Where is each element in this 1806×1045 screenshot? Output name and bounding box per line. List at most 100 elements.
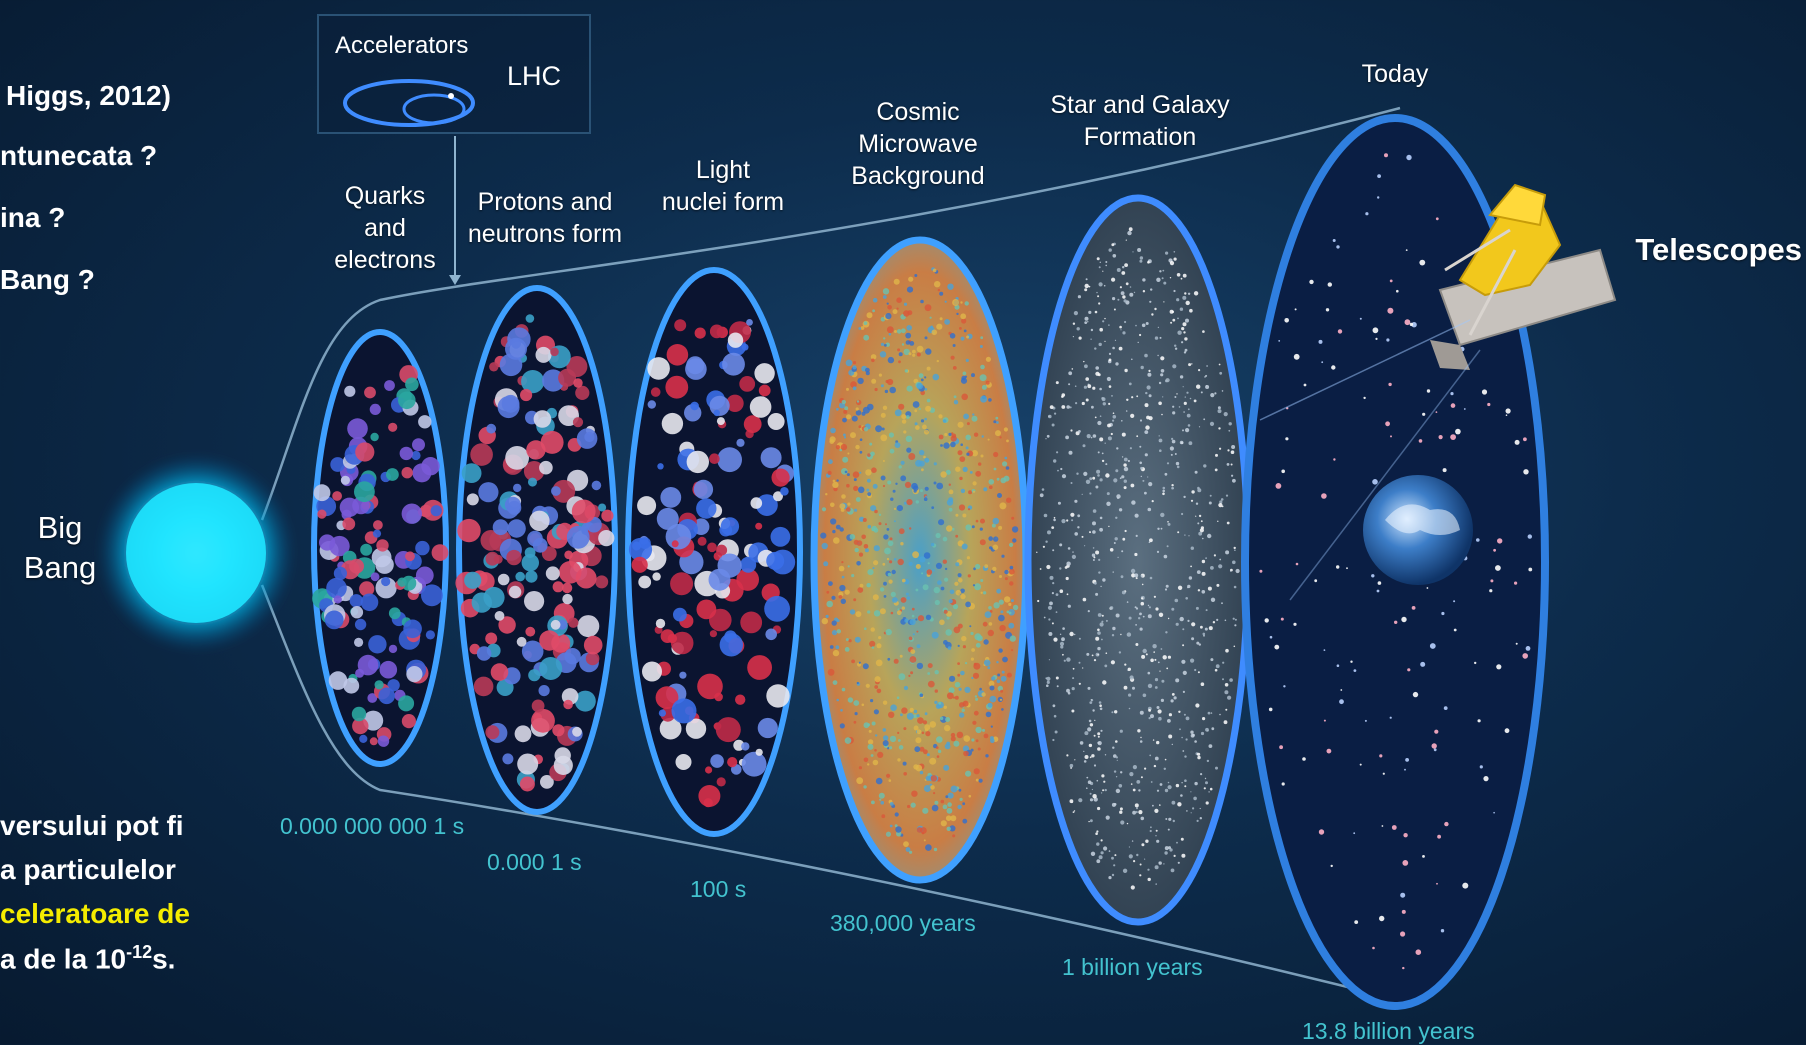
texture-dot (715, 544, 728, 556)
texture-dot (830, 518, 837, 525)
texture-dot (883, 735, 889, 741)
texture-dot (1045, 677, 1048, 680)
texture-dot (313, 484, 331, 502)
texture-dot (1155, 835, 1157, 837)
texture-dot (832, 649, 840, 657)
texture-dot (343, 677, 360, 694)
texture-dot (1102, 578, 1106, 582)
texture-dot (749, 396, 772, 418)
texture-dot (1388, 382, 1392, 387)
texture-dot (1193, 291, 1199, 296)
time-label-quarks: 0.000 000 000 1 s (280, 813, 465, 839)
texture-dot (1092, 521, 1096, 526)
texture-dot (888, 432, 895, 438)
texture-dot (984, 564, 989, 569)
texture-dot (920, 299, 924, 304)
texture-dot (1489, 589, 1493, 593)
texture-dot (1012, 604, 1019, 611)
texture-dot (1113, 478, 1118, 483)
texture-dot (1170, 699, 1174, 703)
texture-dot (1096, 257, 1100, 261)
texture-dot (1072, 811, 1075, 813)
texture-dot (464, 571, 482, 589)
texture-dot (1109, 606, 1114, 610)
texture-dot (1438, 435, 1443, 440)
texture-dot (1000, 689, 1004, 693)
texture-dot (1120, 820, 1125, 825)
texture-dot (1066, 561, 1071, 566)
texture-dot (1294, 308, 1297, 311)
texture-dot (1176, 273, 1181, 277)
texture-dot (916, 729, 922, 735)
texture-dot (909, 656, 917, 663)
texture-dot (856, 400, 860, 403)
texture-dot (1112, 419, 1115, 422)
texture-dot (1188, 441, 1193, 446)
texture-dot (571, 499, 596, 524)
texture-dot (980, 336, 984, 340)
texture-dot (847, 697, 854, 703)
texture-dot (1112, 412, 1115, 415)
texture-dot (950, 815, 957, 822)
texture-dot (1178, 710, 1181, 713)
texture-dot (936, 736, 943, 743)
texture-dot (1103, 780, 1106, 783)
texture-dot (848, 639, 852, 643)
texture-dot (1493, 548, 1496, 552)
texture-dot (1198, 426, 1201, 428)
texture-dot (470, 443, 493, 466)
texture-dot (415, 566, 434, 585)
texture-dot (1515, 642, 1518, 645)
texture-dot (960, 336, 965, 341)
texture-dot (1179, 375, 1184, 379)
texture-dot (1107, 436, 1112, 441)
big-bang-label-line: Big (37, 510, 83, 545)
texture-dot (914, 409, 918, 413)
texture-dot (1130, 885, 1135, 890)
texture-dot (979, 539, 986, 546)
texture-dot (908, 636, 913, 641)
texture-dot (690, 401, 699, 411)
texture-dot (1084, 316, 1089, 321)
texture-dot (878, 513, 882, 516)
texture-dot (927, 680, 935, 688)
left-paragraph-line-4: a de la 10-12s. (0, 942, 175, 975)
texture-dot (932, 268, 937, 273)
texture-dot (1153, 595, 1156, 598)
texture-dot (1167, 781, 1170, 784)
texture-dot (1074, 499, 1078, 503)
left-paragraph-line-4-suffix: s. (152, 943, 176, 975)
texture-dot (1097, 747, 1101, 751)
texture-dot (1054, 730, 1058, 734)
lhc-ring-icon (343, 79, 475, 127)
texture-dot (993, 536, 999, 542)
texture-dot (398, 695, 415, 712)
texture-dot (398, 391, 416, 410)
texture-dot (1094, 719, 1096, 722)
texture-dot (914, 422, 918, 426)
texture-dot (985, 711, 992, 718)
texture-dot (1132, 765, 1137, 770)
texture-dot (1148, 709, 1151, 712)
texture-dot (1041, 488, 1045, 491)
texture-dot (1162, 655, 1167, 660)
texture-dot (831, 595, 836, 600)
texture-dot (989, 485, 993, 490)
texture-dot (900, 542, 904, 546)
texture-dot (1098, 571, 1101, 574)
texture-dot (1097, 420, 1102, 426)
texture-dot (1453, 600, 1456, 603)
texture-dot (1053, 518, 1056, 522)
texture-dot (880, 384, 884, 388)
texture-dot (1504, 728, 1510, 734)
texture-dot (403, 619, 422, 639)
texture-dot (1198, 369, 1201, 372)
texture-dot (1443, 706, 1448, 710)
texture-dot (939, 716, 944, 721)
texture-dot (342, 517, 356, 531)
texture-dot (910, 649, 916, 654)
texture-dot (685, 358, 707, 380)
texture-dot (987, 438, 990, 441)
texture-dot (370, 572, 380, 582)
texture-dot (888, 779, 892, 782)
